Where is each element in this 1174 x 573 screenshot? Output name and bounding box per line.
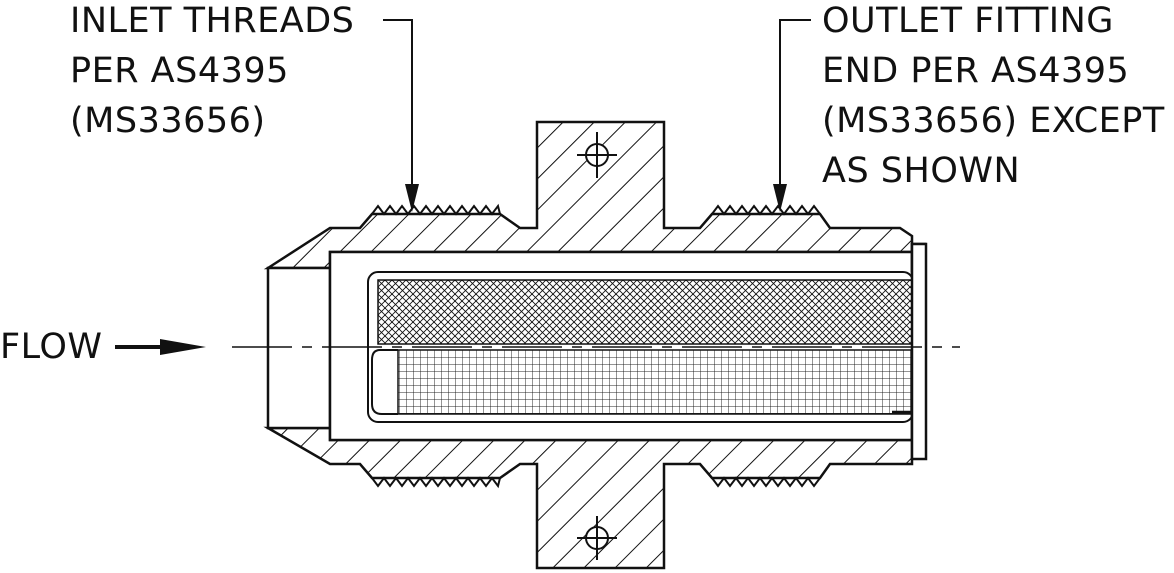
inlet-leader <box>383 19 413 188</box>
inlet-threads-callout: INLET THREADS PER AS4395 (MS33656) <box>70 0 354 146</box>
lockwire-hole-top-icon <box>577 132 617 178</box>
inlet-leader-arrowhead <box>405 184 419 212</box>
inlet-nose <box>266 266 332 430</box>
outlet-leader <box>779 19 811 188</box>
outlet-fitting-callout: OUTLET FITTING END PER AS4395 (MS33656) … <box>822 0 1165 196</box>
screen-mesh-lower <box>397 349 913 415</box>
inlet-callout-line-3: (MS33656) <box>70 101 266 141</box>
screen-inner-cup <box>371 349 398 415</box>
lockwire-hole-bottom-icon <box>577 516 617 560</box>
outlet-threads-top <box>711 204 821 216</box>
inlet-callout-line-2: PER AS4395 <box>70 51 289 91</box>
inlet-callout-line-1: INLET THREADS <box>70 1 355 41</box>
flow-arrow-head <box>160 339 206 355</box>
outlet-end-plate <box>910 242 928 461</box>
outlet-callout-line-3: (MS33656) EXCEPT <box>822 101 1165 141</box>
flow-label: FLOW <box>0 327 103 367</box>
inlet-threads-top <box>371 203 501 216</box>
outlet-leader-arrowhead <box>773 184 787 212</box>
body-section-top <box>263 120 914 270</box>
screen-mesh-upper <box>377 279 913 345</box>
outlet-callout-line-1: OUTLET FITTING <box>822 1 1114 41</box>
outlet-threads-bottom <box>711 476 821 488</box>
inlet-threads-bottom <box>371 476 501 489</box>
outlet-callout-line-2: END PER AS4395 <box>822 51 1130 91</box>
outlet-callout-line-4: AS SHOWN <box>822 151 1021 191</box>
